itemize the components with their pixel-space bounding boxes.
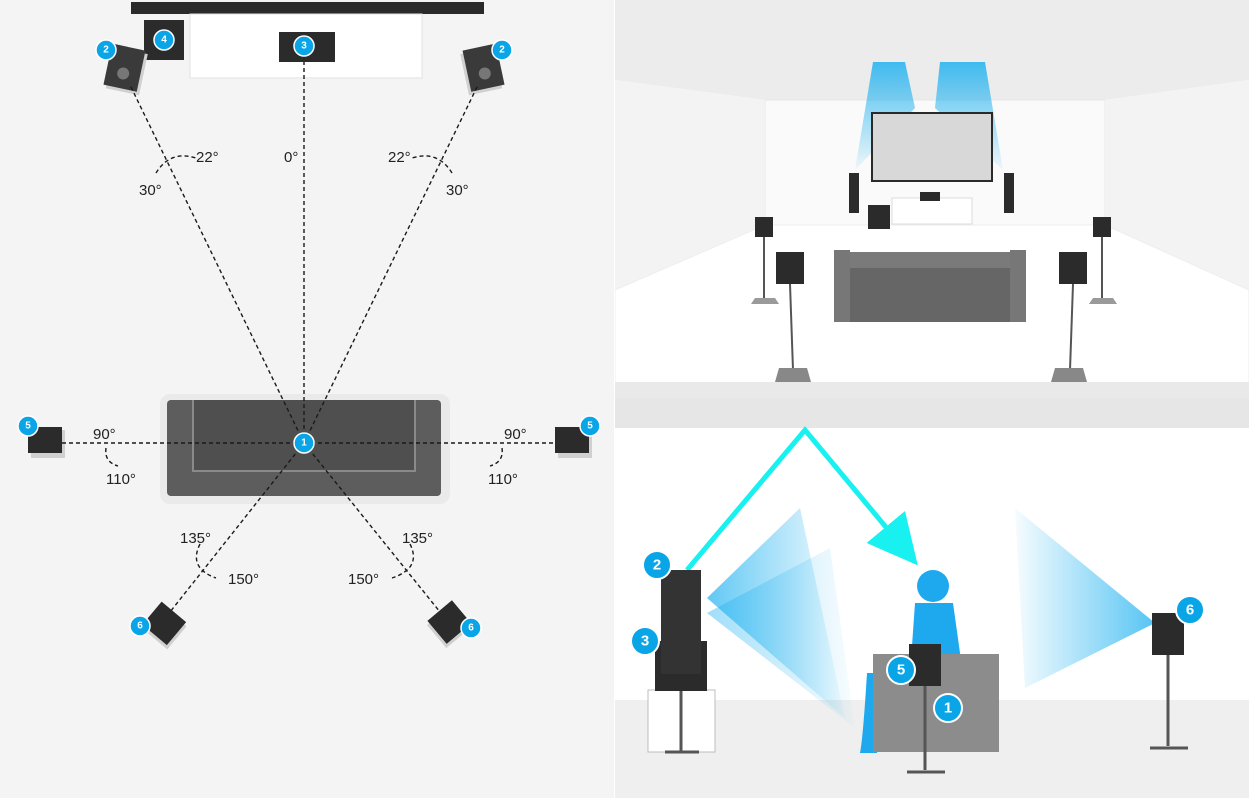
angle-side-right-a: 90° — [504, 426, 527, 443]
angle-rear-left-a: 135° — [180, 530, 211, 547]
badge-front: 3 — [630, 626, 660, 656]
angle-side-left-a: 90° — [93, 426, 116, 443]
side-speaker — [907, 644, 945, 774]
angle-front-right-inner: 22° — [388, 149, 411, 166]
badge-side-left: 5 — [17, 415, 39, 437]
room-perspective-panel — [615, 0, 1249, 398]
angle-side-left-b: 110° — [106, 471, 136, 488]
svg-text:2: 2 — [103, 45, 109, 56]
room-sofa — [834, 250, 1026, 322]
svg-text:1: 1 — [944, 700, 952, 717]
room-tv-stand — [891, 197, 973, 225]
badge-front-right: 2 — [491, 39, 513, 61]
badge-height: 2 — [642, 550, 672, 580]
room-front-right-tower — [1004, 173, 1014, 213]
screen-bar — [131, 2, 484, 14]
badge-subwoofer: 4 — [153, 29, 175, 51]
svg-text:2: 2 — [653, 557, 661, 574]
angle-front-left-outer: 30° — [139, 182, 162, 199]
svg-text:4: 4 — [161, 35, 167, 46]
badge-rear-right: 6 — [460, 617, 482, 639]
angle-front-left-inner: 22° — [196, 149, 219, 166]
angle-side-right-b: 110° — [488, 471, 518, 488]
rear-left-speaker — [142, 601, 187, 650]
side-rear-speaker — [1150, 613, 1188, 750]
svg-text:6: 6 — [468, 623, 474, 634]
room-front-left-tower — [849, 173, 859, 213]
projection-screen — [871, 112, 993, 182]
front-sound-fan-2 — [707, 548, 855, 728]
svg-text:5: 5 — [587, 421, 593, 432]
badge-listener-side: 1 — [933, 693, 963, 723]
room-side-right-speaker — [1089, 217, 1117, 304]
svg-text:6: 6 — [137, 621, 143, 632]
rear-right-speaker — [427, 600, 472, 649]
side-view-diagram: 2 3 6 5 1 — [615, 398, 1249, 798]
svg-text:3: 3 — [641, 633, 649, 650]
room-side-left-speaker — [751, 217, 779, 304]
side-view-panel: 2 3 6 5 1 — [615, 398, 1249, 798]
badge-listener: 1 — [293, 432, 315, 454]
room-rear-left-speaker — [775, 252, 811, 382]
angle-rear-right-b: 150° — [348, 571, 379, 588]
svg-text:3: 3 — [301, 41, 307, 52]
side-left-speaker — [28, 427, 65, 458]
room-rear-right-speaker — [1051, 252, 1087, 382]
angle-rear-right-a: 135° — [402, 530, 433, 547]
svg-text:6: 6 — [1186, 602, 1194, 619]
room-subwoofer — [868, 205, 890, 229]
side-front-speaker — [647, 570, 716, 754]
svg-text:1: 1 — [301, 438, 307, 449]
badge-rear: 6 — [1175, 595, 1205, 625]
room-center-speaker — [920, 192, 940, 201]
badge-side: 5 — [886, 655, 916, 685]
svg-text:5: 5 — [897, 662, 905, 679]
svg-text:2: 2 — [499, 45, 505, 56]
badge-center: 3 — [293, 35, 315, 57]
svg-text:5: 5 — [25, 421, 31, 432]
rear-sound-fan — [1015, 508, 1155, 688]
room-perspective-diagram — [615, 0, 1249, 398]
sight-lines — [62, 62, 555, 613]
badge-side-right: 5 — [579, 415, 601, 437]
top-view-panel: 22° 30° 0° 22° 30° 90° 110° 90° 110° 135… — [0, 0, 614, 798]
top-view-diagram: 22° 30° 0° 22° 30° 90° 110° 90° 110° 135… — [17, 2, 601, 650]
badge-front-left: 2 — [95, 39, 117, 61]
angle-front-right-outer: 30° — [446, 182, 469, 199]
badge-rear-left: 6 — [129, 615, 151, 637]
angle-rear-left-b: 150° — [228, 571, 259, 588]
angle-center: 0° — [284, 149, 298, 166]
ceiling-reflection-arrow — [685, 426, 918, 572]
